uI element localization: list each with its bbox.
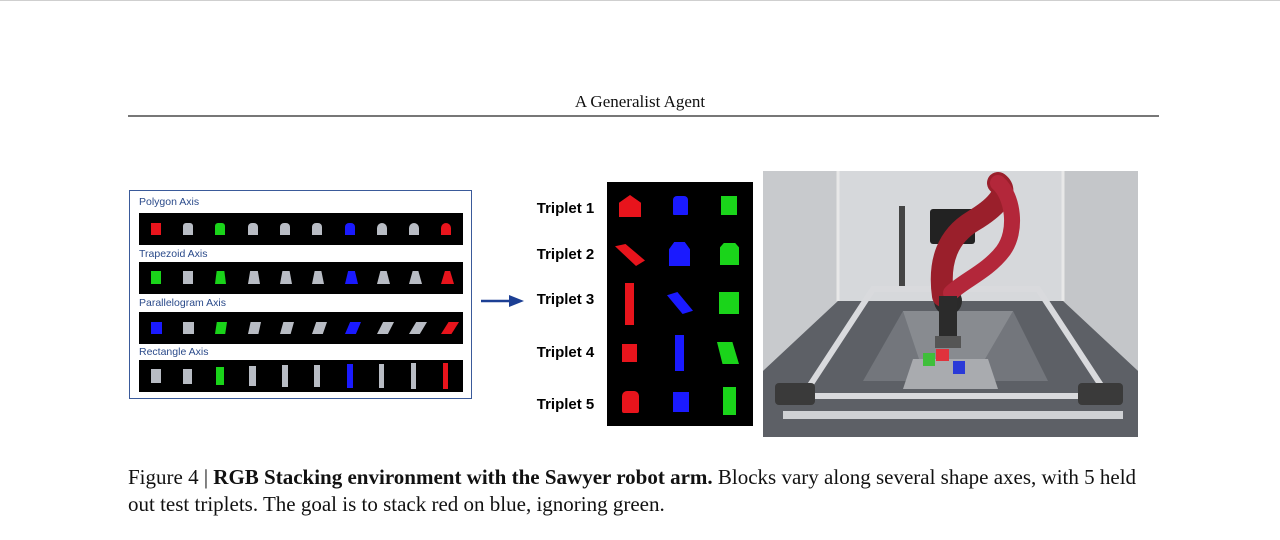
figure-caption: Figure 4 | RGB Stacking environment with… (128, 464, 1168, 518)
block-gray (411, 363, 416, 389)
sawyer-robot-photo (763, 171, 1138, 437)
axis-label-trapezoid: Trapezoid Axis (139, 248, 208, 260)
triplet-label-4: Triplet 4 (536, 344, 595, 361)
triplet-3-red-block (625, 283, 634, 325)
block-gray (379, 364, 384, 388)
block-gray (280, 322, 294, 334)
triplet-1-blue-block (673, 196, 688, 215)
block-gray (183, 369, 192, 384)
triplet-3-blue-block (667, 292, 693, 314)
block-gray (377, 322, 394, 334)
block-green (215, 223, 225, 235)
block-green (151, 271, 161, 284)
caption-prefix: Figure 4 | (128, 465, 214, 489)
triplet-5-green-block (723, 387, 736, 415)
triplet-4-green-block (717, 342, 739, 364)
axis-strip-parallelogram (139, 312, 463, 344)
block-gray (183, 223, 193, 235)
block-blue (345, 322, 361, 334)
block-gray (312, 271, 324, 284)
block-gray (409, 271, 422, 284)
block-gray (314, 365, 320, 387)
triplet-5-blue-block (673, 392, 689, 412)
block-blue (347, 364, 353, 388)
block-gray (409, 223, 419, 235)
block-gray (183, 271, 193, 284)
triplet-1-green-block (721, 196, 737, 215)
block-red (441, 322, 459, 334)
triplet-4-blue-block (675, 335, 684, 371)
block-gray (409, 322, 427, 334)
triplet-2-red-block (615, 244, 645, 266)
right-arrow-icon (481, 295, 524, 307)
triplet-5-red-block (622, 391, 639, 413)
block-gray (249, 366, 256, 386)
caption-bold-title: RGB Stacking environment with the Sawyer… (213, 465, 713, 489)
axis-label-rectangle: Rectangle Axis (139, 346, 209, 358)
block-gray (280, 271, 292, 284)
axis-label-parallelogram: Parallelogram Axis (139, 297, 226, 309)
triplet-label-2: Triplet 2 (536, 246, 595, 263)
test-triplets-panel (607, 182, 753, 426)
triplet-label-3: Triplet 3 (536, 291, 595, 308)
axis-strip-polygon (139, 213, 463, 245)
block-red (151, 223, 161, 235)
axis-label-polygon: Polygon Axis (139, 196, 200, 208)
triplet-label-1: Triplet 1 (536, 200, 595, 217)
caption-text: Blocks vary along several shape axes, wi… (128, 465, 1137, 516)
block-gray (377, 271, 390, 284)
triplet-label-5: Triplet 5 (536, 396, 595, 413)
header-rule (128, 115, 1159, 117)
running-header: A Generalist Agent (574, 92, 706, 111)
block-gray (280, 223, 290, 235)
block-gray (183, 322, 194, 334)
block-gray (312, 322, 327, 334)
page-top-rule (0, 0, 1280, 1)
block-gray (248, 271, 260, 284)
block-green (215, 271, 226, 284)
block-blue (345, 271, 358, 284)
shape-axes-panel: Polygon Axis Trapezoid Axis Parallelogra… (129, 190, 472, 399)
block-gray (248, 223, 258, 235)
triplet-4-red-block (622, 344, 637, 362)
block-red (441, 223, 451, 235)
block-red (443, 363, 448, 389)
block-red (441, 271, 454, 284)
triplet-3-green-block (719, 292, 739, 314)
block-gray (151, 369, 161, 383)
block-green (216, 367, 224, 385)
block-green (215, 322, 227, 334)
axis-strip-trapezoid (139, 262, 463, 294)
block-gray (312, 223, 322, 235)
block-gray (377, 223, 387, 235)
block-blue (345, 223, 355, 235)
block-blue (151, 322, 162, 334)
triplet-2-blue-block (669, 242, 690, 266)
axis-strip-rectangle (139, 360, 463, 392)
triplet-2-green-block (720, 243, 739, 265)
block-gray (248, 322, 261, 334)
block-gray (282, 365, 288, 387)
triplet-1-red-block (619, 195, 641, 217)
